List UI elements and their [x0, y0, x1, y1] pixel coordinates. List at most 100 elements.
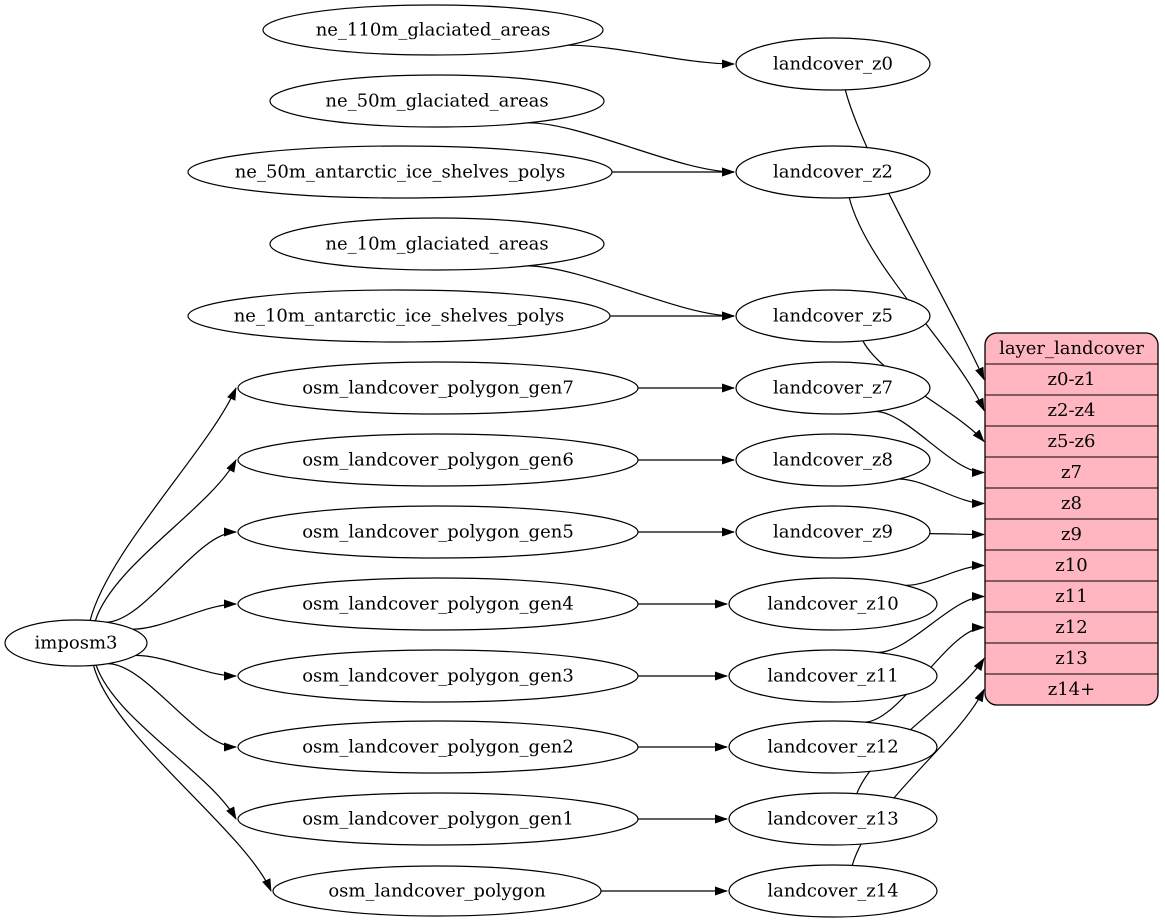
- node-label: landcover_z7: [773, 378, 893, 399]
- node-shape: [269, 74, 605, 128]
- table-layer_landcover: layer_landcover z0-z1 z2-z4 z5-z6 z7 z8 z9 z10 z…: [984, 332, 1159, 706]
- table-row-label: z14+: [1048, 679, 1095, 700]
- table-row-label: z13: [1055, 648, 1087, 669]
- node-label: osm_landcover_polygon_gen5: [302, 522, 574, 543]
- node-shape: [4, 619, 148, 667]
- node-shape: [728, 792, 938, 846]
- edge--imposm3--osm_landcover_polygon_gen5: [105, 527, 237, 623]
- edge-layer: [89, 44, 985, 896]
- node-shape: [237, 577, 639, 631]
- node-label: ne_110m_glaciated_areas: [316, 20, 551, 41]
- node-shape: [728, 720, 938, 774]
- node-label: landcover_z0: [773, 54, 893, 75]
- node-label: landcover_z2: [773, 162, 893, 183]
- table-row: z8: [1061, 493, 1082, 514]
- edge--landcover_z13--row-z13: [856, 657, 985, 794]
- node-shape: [187, 289, 611, 343]
- node-shape: [272, 865, 602, 917]
- edge--imposm3--osm_landcover_polygon_gen7: [89, 387, 237, 621]
- node-label: landcover_z12: [767, 737, 898, 758]
- node-ne_10m_glaciated_areas: ne_10m_glaciated_areas: [269, 217, 605, 271]
- node-label: landcover_z11: [767, 666, 898, 687]
- node-osm_landcover_polygon_gen5: osm_landcover_polygon_gen5: [237, 505, 639, 559]
- node-label: ne_50m_antarctic_ice_shelves_polys: [235, 162, 566, 183]
- node-shape: [237, 433, 639, 487]
- node-label: osm_landcover_polygon: [328, 881, 546, 902]
- node-shape: [237, 649, 639, 703]
- table-row: z9: [1061, 524, 1082, 545]
- edge--landcover_z10--row-z10: [905, 561, 985, 586]
- node-osm_landcover_polygon_gen4: osm_landcover_polygon_gen4: [237, 577, 639, 631]
- node-shape: [728, 577, 938, 631]
- edge--imposm3--osm_landcover_polygon_gen6: [94, 459, 237, 622]
- node-osm_landcover_polygon: osm_landcover_polygon: [272, 865, 602, 917]
- node-label: landcover_z5: [773, 306, 893, 327]
- node-label: osm_landcover_polygon_gen3: [302, 666, 574, 687]
- node-label: osm_landcover_polygon_gen6: [302, 450, 574, 471]
- node-shape: [735, 37, 931, 91]
- node-label: imposm3: [35, 633, 118, 654]
- node-landcover_z9: landcover_z9: [735, 505, 931, 559]
- node-landcover_z12: landcover_z12: [728, 720, 938, 774]
- node-label: landcover_z14: [767, 881, 898, 902]
- table-row: z12: [1055, 617, 1087, 638]
- edge--ne_50m_glaciated_areas--landcover_z2: [528, 122, 735, 177]
- node-landcover_z11: landcover_z11: [728, 649, 938, 703]
- node-landcover_z8: landcover_z8: [735, 433, 931, 487]
- edge--imposm3--osm_landcover_polygon_gen4: [132, 599, 237, 630]
- node-shape: [237, 720, 639, 774]
- node-landcover_z2: landcover_z2: [735, 145, 931, 199]
- node-osm_landcover_polygon_gen6: osm_landcover_polygon_gen6: [237, 433, 639, 487]
- table-row-label: z9: [1061, 524, 1082, 545]
- node-label: osm_landcover_polygon_gen4: [302, 594, 574, 615]
- node-ne_10m_antarctic_ice_shelves_polys: ne_10m_antarctic_ice_shelves_polys: [187, 289, 611, 343]
- node-shape: [187, 145, 613, 199]
- table-row-label: z2-z4: [1048, 400, 1096, 421]
- table-row-label: z11: [1055, 586, 1087, 607]
- node-shape: [262, 4, 604, 56]
- node-osm_landcover_polygon_gen3: osm_landcover_polygon_gen3: [237, 649, 639, 703]
- node-osm_landcover_polygon_gen1: osm_landcover_polygon_gen1: [237, 792, 639, 846]
- node-label: ne_10m_glaciated_areas: [325, 234, 548, 255]
- node-shape: [735, 433, 931, 487]
- node-label: landcover_z13: [767, 809, 898, 830]
- edge--landcover_z0--row-z0-z1: [844, 89, 985, 381]
- node-label: ne_10m_antarctic_ice_shelves_polys: [234, 306, 565, 327]
- table-row-label: z0-z1: [1048, 369, 1096, 390]
- node-ne_50m_glaciated_areas: ne_50m_glaciated_areas: [269, 74, 605, 128]
- node-label: ne_50m_glaciated_areas: [325, 91, 548, 112]
- table-row: z14+: [1048, 679, 1095, 700]
- table-row: z2-z4: [1048, 400, 1096, 421]
- node-shape: [269, 217, 605, 271]
- node-label: landcover_z10: [767, 594, 898, 615]
- table-row: z5-z6: [1048, 431, 1096, 452]
- node-shape: [728, 649, 938, 703]
- node-landcover_z14: landcover_z14: [728, 864, 938, 918]
- edge--ne_110m_glaciated_areas--landcover_z0: [567, 44, 735, 69]
- node-landcover_z13: landcover_z13: [728, 792, 938, 846]
- table-header: layer_landcover: [999, 338, 1144, 359]
- edge--imposm3--osm_landcover_polygon_gen2: [107, 663, 237, 752]
- edge--landcover_z9--row-z9: [929, 529, 985, 539]
- node-shape: [728, 864, 938, 918]
- node-ne_50m_antarctic_ice_shelves_polys: ne_50m_antarctic_ice_shelves_polys: [187, 145, 613, 199]
- table-row: z7: [1061, 462, 1082, 483]
- table-row: z0-z1: [1048, 369, 1096, 390]
- table-row-label: z7: [1061, 462, 1082, 483]
- node-shape: [237, 361, 639, 415]
- node-landcover_z5: landcover_z5: [735, 289, 931, 343]
- table-row: z11: [1055, 586, 1087, 607]
- edge--imposm3--osm_landcover_polygon_gen3: [135, 654, 237, 681]
- node-label: osm_landcover_polygon_gen1: [302, 809, 574, 830]
- table-row-label: z5-z6: [1048, 431, 1096, 452]
- node-landcover_z10: landcover_z10: [728, 577, 938, 631]
- node-shape: [735, 289, 931, 343]
- table-row-label: z10: [1055, 555, 1087, 576]
- node-imposm3: imposm3: [4, 619, 148, 667]
- node-shape: [237, 792, 639, 846]
- node-shape: [735, 145, 931, 199]
- table-row: z13: [1055, 648, 1087, 669]
- edge--imposm3--osm_landcover_polygon_gen1: [95, 664, 237, 820]
- node-label: osm_landcover_polygon_gen2: [302, 737, 574, 758]
